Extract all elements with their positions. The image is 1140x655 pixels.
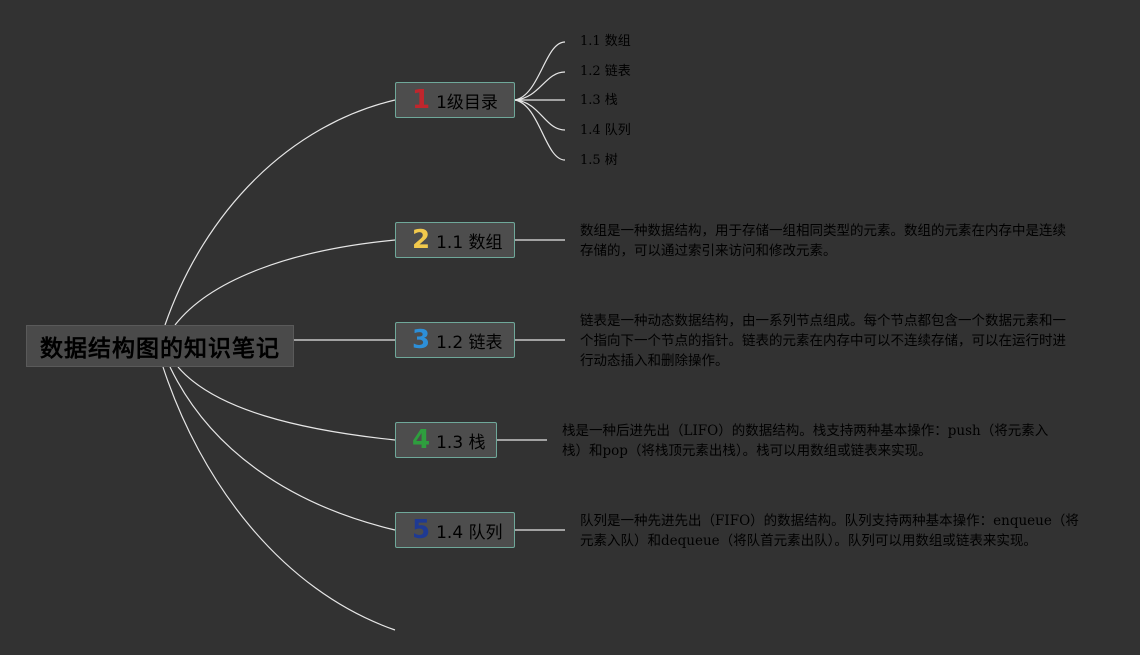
branch-4-label: 1.3 栈 <box>436 432 486 453</box>
connector-root-branch-5 <box>169 366 396 531</box>
badge-1-icon: 1 <box>412 85 431 115</box>
badge-5-icon: 5 <box>412 515 431 545</box>
connector-root-branch-6 <box>162 366 396 631</box>
branch-3-description[interactable]: 链表是一种动态数据结构，由一系列节点组成。每个节点都包含一个数据元素和一个指向下… <box>580 313 1066 369</box>
leaf-1-4[interactable]: 1.4 队列 <box>580 123 631 138</box>
connector-b1-leaf-2 <box>514 71 566 101</box>
badge-4-icon: 4 <box>412 425 431 455</box>
branch-1-node[interactable]: 1 1级目录 <box>395 82 515 118</box>
leaf-1-2[interactable]: 1.2 链表 <box>580 64 631 79</box>
branch-3-node[interactable]: 3 1.2 链表 <box>395 322 515 358</box>
connector-root-branch-1 <box>164 99 396 326</box>
connector-b1-leaf-5 <box>514 99 566 161</box>
leaf-1-5[interactable]: 1.5 树 <box>580 153 618 168</box>
branch-2-description[interactable]: 数组是一种数据结构，用于存储一组相同类型的元素。数组的元素在内存中是连续存储的，… <box>580 223 1066 259</box>
badge-3-icon: 3 <box>412 325 431 355</box>
branch-5-node[interactable]: 5 1.4 队列 <box>395 512 515 548</box>
branch-2-label: 1.1 数组 <box>436 232 503 253</box>
leaf-1-1[interactable]: 1.1 数组 <box>580 34 631 49</box>
connector-root-branch-4 <box>177 366 396 441</box>
root-title: 数据结构图的知识笔记 <box>40 336 280 362</box>
branch-5-description[interactable]: 队列是一种先进先出（FIFO）的数据结构。队列支持两种基本操作：enqueue（… <box>580 513 1079 549</box>
root-node[interactable]: 数据结构图的知识笔记 <box>26 325 294 367</box>
connector-root-branch-2 <box>174 239 396 326</box>
branch-4-node[interactable]: 4 1.3 栈 <box>395 422 497 458</box>
connector-b1-leaf-4 <box>514 99 566 131</box>
branch-3-label: 1.2 链表 <box>436 332 503 353</box>
branch-4-description[interactable]: 栈是一种后进先出（LIFO）的数据结构。栈支持两种基本操作：push（将元素入栈… <box>562 423 1049 459</box>
connector-b1-leaf-1 <box>514 41 566 101</box>
branch-5-label: 1.4 队列 <box>436 522 503 543</box>
branch-1-label: 1级目录 <box>436 92 498 113</box>
leaf-1-3[interactable]: 1.3 栈 <box>580 93 618 108</box>
badge-2-icon: 2 <box>412 225 431 255</box>
branch-2-node[interactable]: 2 1.1 数组 <box>395 222 515 258</box>
